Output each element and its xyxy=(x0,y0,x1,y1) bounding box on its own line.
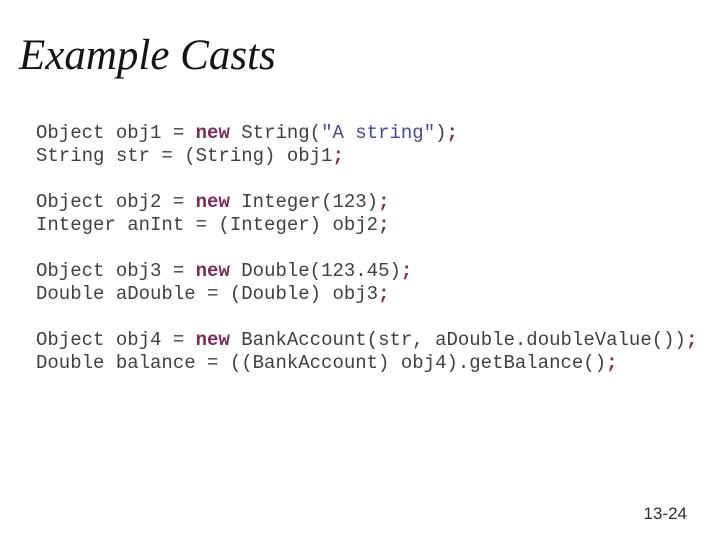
code-area: Object obj1 = new String("A string");Str… xyxy=(36,122,697,398)
code-line: Double aDouble = (Double) obj3; xyxy=(36,283,697,306)
code-segment-keyword: ; xyxy=(685,329,698,351)
code-block: Object obj3 = new Double(123.45);Double … xyxy=(36,260,697,306)
page-number: 13-24 xyxy=(643,504,687,523)
code-segment-plain: Object obj4 = xyxy=(36,329,196,351)
code-segment-keyword: ; xyxy=(378,191,390,213)
code-segment-keyword: ; xyxy=(400,260,413,282)
code-segment-keyword: new xyxy=(195,122,230,144)
code-segment-plain: Integer anInt = (Integer) obj2 xyxy=(36,214,379,236)
code-segment-plain: BankAccount(str, aDouble.doubleValue()) xyxy=(229,329,686,351)
code-line: Object obj2 = new Integer(123); xyxy=(36,191,697,214)
slide-title: Example Casts xyxy=(19,32,276,79)
code-segment-plain: ) xyxy=(435,122,447,144)
code-segment-plain: Object obj1 = xyxy=(36,122,196,144)
code-segment-keyword: new xyxy=(195,191,230,213)
code-segment-keyword: ; xyxy=(446,122,458,144)
code-line: String str = (String) obj1; xyxy=(36,145,697,168)
code-segment-plain: Double aDouble = (Double) obj3 xyxy=(36,283,379,305)
code-block: Object obj1 = new String("A string");Str… xyxy=(36,122,697,168)
code-segment-plain: String str = (String) obj1 xyxy=(36,145,333,167)
code-block: Object obj4 = new BankAccount(str, aDoub… xyxy=(36,329,697,375)
code-line: Double balance = ((BankAccount) obj4).ge… xyxy=(36,352,697,375)
code-segment-keyword: new xyxy=(195,260,230,282)
code-line: Object obj1 = new String("A string"); xyxy=(36,122,697,145)
code-line: Object obj4 = new BankAccount(str, aDoub… xyxy=(36,329,697,352)
code-segment-plain: Double(123.45) xyxy=(229,260,401,282)
code-line: Integer anInt = (Integer) obj2; xyxy=(36,214,697,237)
code-segment-keyword: ; xyxy=(378,214,390,236)
code-segment-plain: Object obj3 = xyxy=(36,260,196,282)
code-segment-keyword: ; xyxy=(332,145,344,167)
code-block: Object obj2 = new Integer(123);Integer a… xyxy=(36,191,697,237)
code-segment-keyword: new xyxy=(195,329,230,351)
code-segment-plain: Integer(123) xyxy=(229,191,379,213)
code-segment-keyword: ; xyxy=(378,283,390,305)
code-segment-plain: Object obj2 = xyxy=(36,191,196,213)
code-segment-string: "A string" xyxy=(321,122,436,144)
code-line: Object obj3 = new Double(123.45); xyxy=(36,260,697,283)
code-segment-plain: Double balance = ((BankAccount) obj4).ge… xyxy=(36,352,607,374)
code-segment-keyword: ; xyxy=(606,352,618,374)
code-segment-plain: String( xyxy=(229,122,322,144)
